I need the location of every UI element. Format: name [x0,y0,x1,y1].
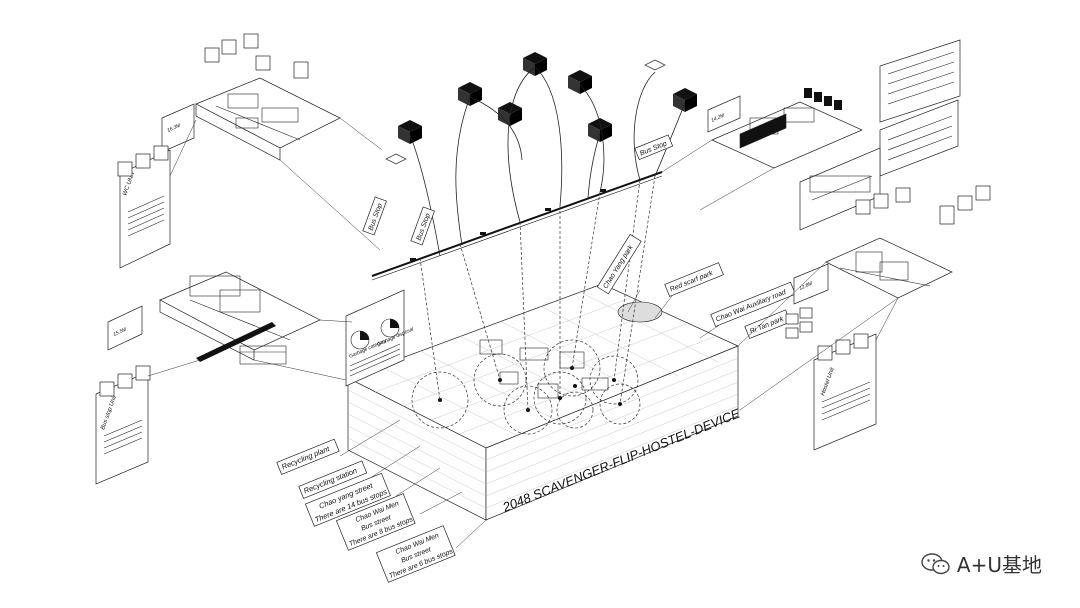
wechat-icon [921,552,950,574]
watermark: A+U基地 [921,549,1042,578]
red-scarf-park-label: Red scarf park [664,262,724,297]
module-cubes [385,52,697,165]
bus-stop-unit-module: 15.5M Bus stop Unit [95,271,321,485]
recycling-plant-label: Recycling plant [276,438,340,475]
chao-yang-park-label: Chao Yang park [596,233,642,295]
svg-text:15.5M: 15.5M [112,326,128,337]
svg-text:16.3M: 16.3M [166,122,182,133]
watermark-text: A+U基地 [956,553,1042,577]
hostel-module-top: 14.2M [707,39,961,231]
garbage-info-panel: Garbage category Garbage disposal [345,289,415,387]
svg-text:14.2M: 14.2M [710,112,726,123]
bus-stop-tag-c: Bus Stop [634,134,674,160]
transfer-curves [409,66,686,257]
svg-text:Chao Yang park: Chao Yang park [602,244,635,290]
svg-text:12.8M: 12.8M [798,280,814,291]
hostel-unit-module: 12.8M Hostel Unit [785,185,991,451]
bus-stop-tag-a: Bus Stop [362,196,387,236]
wc-unit-module: 16.3M WC UNIT [117,33,341,269]
drop-lines [419,175,656,411]
ri-tan-park-label: Ri Tan park [744,309,791,339]
bus-stop-tag-b: Bus Stop [410,206,435,246]
site-block [347,283,739,521]
